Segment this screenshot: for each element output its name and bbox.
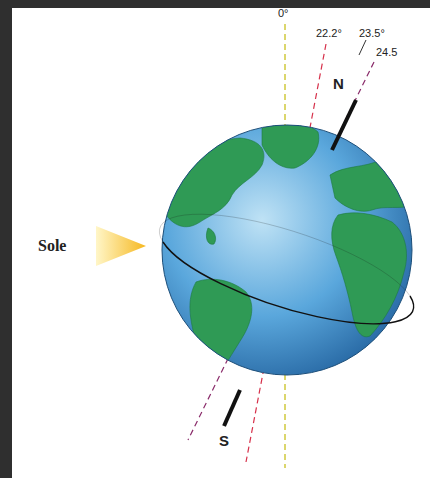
angle-label: 0° — [278, 8, 289, 19]
angle-label: 22.2° — [316, 28, 342, 39]
sun-label: Sole — [38, 238, 66, 254]
angle-label: 23.5° — [359, 28, 385, 39]
pole-label: S — [219, 433, 229, 448]
angle-label: 24.5 — [376, 47, 397, 58]
pole-label: N — [333, 76, 344, 91]
